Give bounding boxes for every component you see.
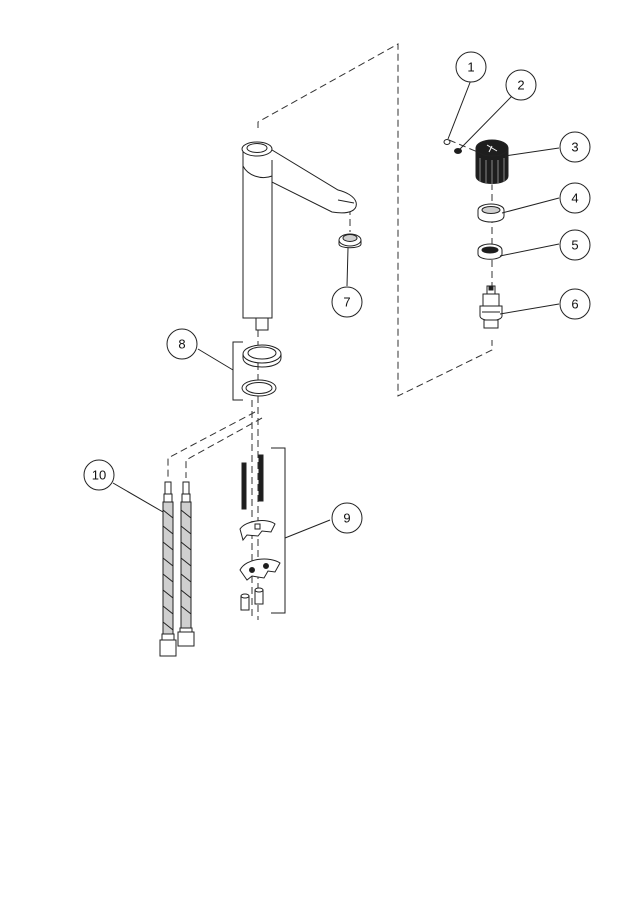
callout-9-label: 9 bbox=[343, 511, 350, 526]
leader-lines bbox=[112, 79, 560, 539]
fixing-kit-part-9 bbox=[239, 447, 286, 614]
grub-screw-part-1 bbox=[443, 139, 451, 145]
callout-6: 6 bbox=[559, 288, 591, 320]
callout-10: 10 bbox=[83, 459, 115, 491]
callout-3-label: 3 bbox=[571, 140, 578, 155]
callout-10-label: 10 bbox=[92, 468, 106, 483]
callout-4-label: 4 bbox=[571, 191, 578, 206]
callout-7-label: 7 bbox=[343, 295, 350, 310]
cover-ring-part-4 bbox=[477, 203, 505, 223]
callout-3: 3 bbox=[559, 131, 591, 163]
callout-2: 2 bbox=[505, 69, 537, 101]
handle-part-3 bbox=[475, 139, 509, 185]
callout-8-label: 8 bbox=[178, 337, 185, 352]
aerator-part-7 bbox=[338, 233, 362, 249]
callout-7: 7 bbox=[331, 286, 363, 318]
callout-8: 8 bbox=[166, 328, 198, 360]
base-ring-part-8 bbox=[232, 341, 282, 401]
faucet-body bbox=[241, 141, 357, 331]
callout-5-label: 5 bbox=[571, 238, 578, 253]
callout-5: 5 bbox=[559, 229, 591, 261]
assembly-guide-lines bbox=[167, 43, 493, 620]
callout-4: 4 bbox=[559, 182, 591, 214]
callout-6-label: 6 bbox=[571, 297, 578, 312]
cartridge-part-6 bbox=[479, 285, 503, 329]
callout-9: 9 bbox=[331, 502, 363, 534]
screw-cap-part-2 bbox=[454, 148, 462, 154]
flexible-hoses-part-10 bbox=[159, 481, 195, 657]
callout-1-label: 1 bbox=[467, 60, 474, 75]
callout-1: 1 bbox=[455, 51, 487, 83]
adapter-ring-part-5 bbox=[477, 243, 503, 260]
callout-2-label: 2 bbox=[517, 78, 524, 93]
